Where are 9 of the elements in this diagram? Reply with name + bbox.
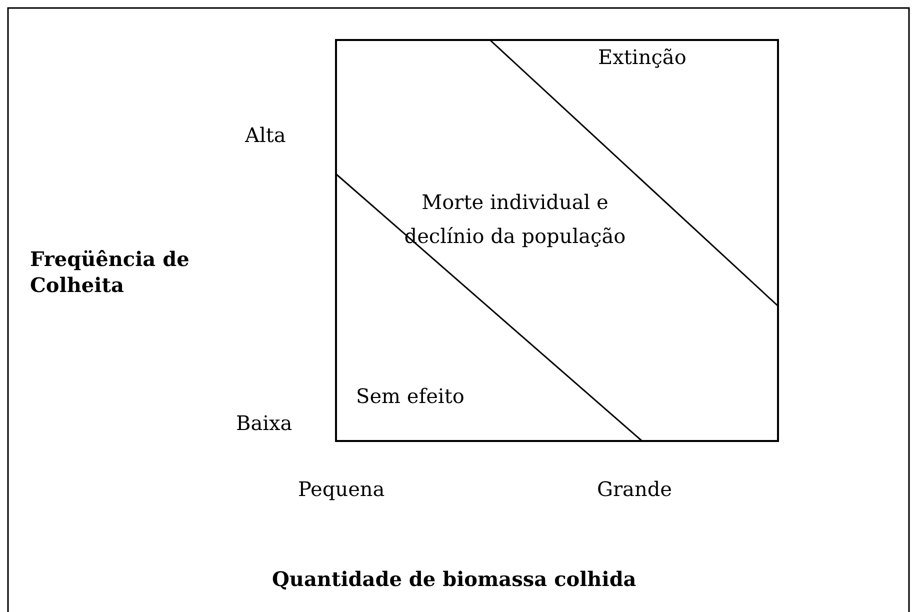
axis-tick-label: Baixa (236, 410, 292, 436)
axis-title: Freqüência de Colheita (30, 246, 190, 298)
region-label: Extinção (598, 44, 686, 70)
region-label: Sem efeito (356, 383, 464, 409)
region-label: Morte individual e declínio da população (403, 189, 627, 250)
axis-title: Quantidade de biomassa colhida (272, 566, 636, 592)
axis-tick-label: Alta (245, 122, 286, 148)
axis-tick-label: Pequena (298, 476, 385, 502)
axis-tick-label: Grande (597, 476, 672, 502)
